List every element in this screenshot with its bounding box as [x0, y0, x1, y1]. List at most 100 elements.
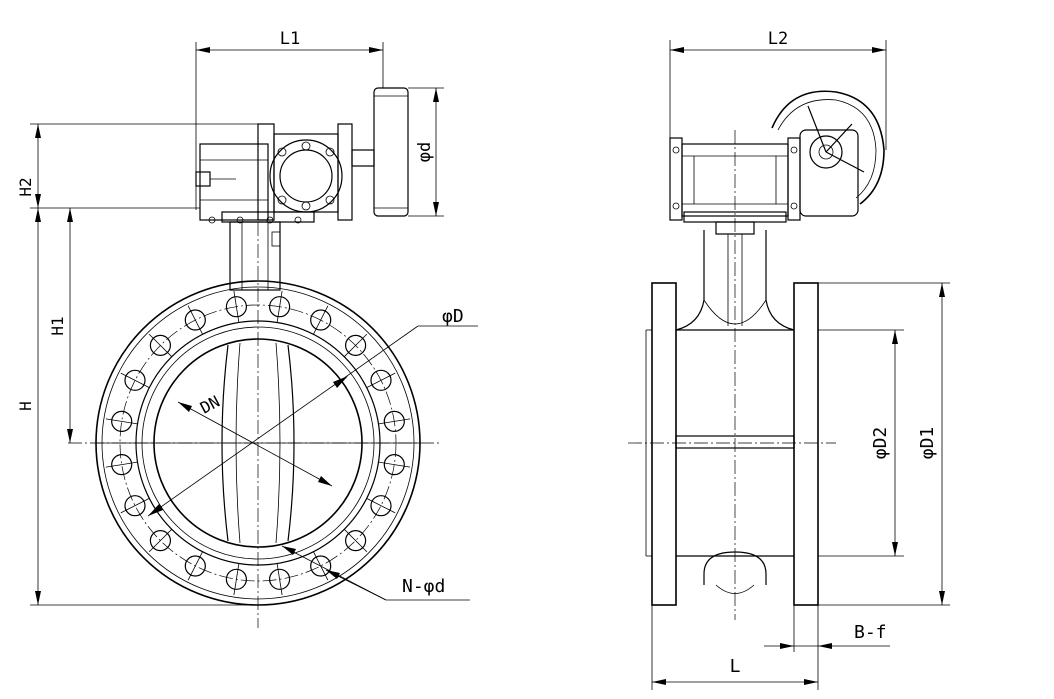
bolt-hole	[149, 334, 171, 356]
h1-arrow-top	[67, 208, 73, 222]
nd-arrow-2	[326, 570, 340, 579]
bolt-hole-centerline	[366, 498, 396, 514]
h2-arrow-top	[35, 124, 41, 138]
side-bolt-2	[672, 202, 680, 210]
bolt-hole	[111, 454, 133, 476]
side-gb-base	[683, 211, 787, 223]
side-handwheel-hub	[809, 135, 843, 169]
gearbox-flange-left	[257, 123, 275, 221]
bolt-hole-centerline	[120, 498, 150, 514]
neck-key	[271, 231, 281, 247]
bolt-hole	[269, 296, 291, 318]
dimension-L2: L2	[669, 29, 887, 150]
bolt-hole-centerline	[148, 333, 172, 357]
label-L: L	[730, 656, 741, 677]
label-d: φd	[415, 142, 435, 162]
bolt-hole-centerline	[276, 563, 283, 596]
dimension-B-f: B-f	[764, 605, 890, 652]
label-D2: φD2	[870, 427, 891, 460]
dimension-D1: φD1	[818, 282, 950, 606]
side-bolt-1	[672, 146, 680, 154]
h2-arrow-bottom	[35, 194, 41, 208]
h1-arrow-bottom	[67, 429, 73, 443]
side-hub-inner	[818, 144, 834, 160]
label-L1: L1	[280, 29, 300, 49]
bolt-hole-centerline	[187, 305, 203, 335]
input-shaft	[351, 149, 375, 167]
bolt-hole	[345, 334, 367, 356]
leader-D: φD	[147, 306, 478, 517]
base-bolt-2	[236, 216, 244, 224]
bf-arrow-right	[818, 643, 832, 649]
front-view: L1 φd H2 H1	[16, 29, 478, 628]
cover-bolt-3	[277, 195, 287, 205]
bolt-hole-centerline	[187, 551, 203, 581]
cover-bolt-2	[325, 147, 335, 157]
nd-arrow-1	[282, 546, 296, 555]
spoke-1	[825, 123, 853, 153]
side-gearbox	[669, 90, 885, 223]
bolt-hole-centerline	[344, 333, 368, 357]
label-B-f: B-f	[854, 622, 887, 643]
bolt-hole	[184, 555, 206, 577]
bolt-hole-centerline	[105, 461, 138, 468]
bolt-hole-centerline	[148, 529, 172, 553]
bolt-hole	[269, 568, 291, 590]
dimension-L1: L1	[195, 29, 384, 210]
dimension-d: φd	[408, 87, 444, 217]
label-H: H	[16, 401, 35, 411]
h-arrow-top	[35, 208, 41, 222]
bolt-hole	[310, 309, 332, 331]
bolt-hole	[124, 495, 146, 517]
gearbox	[195, 87, 409, 224]
side-view: L2 φD2 φD1 B-f	[628, 29, 950, 690]
spoke-2	[825, 151, 865, 173]
side-bolt-3	[790, 146, 798, 154]
base-bolt-3	[266, 216, 274, 224]
cover-bolt-1	[277, 147, 287, 157]
d1-arrow-bottom	[939, 591, 945, 605]
bolt-hole-centerline	[366, 372, 396, 388]
bolt-hole-centerline	[233, 563, 240, 596]
left-flange	[651, 282, 677, 606]
label-H1: H1	[48, 316, 67, 335]
dn-line	[177, 401, 333, 487]
bolt-hole-centerline	[120, 372, 150, 388]
cover-bolt-4	[325, 195, 335, 205]
label-H2: H2	[16, 177, 35, 196]
base-bolt-1	[208, 216, 216, 224]
bolt-hole-centerline	[276, 290, 283, 323]
dn-arrow-1	[178, 402, 192, 412]
bolt-hole	[370, 495, 392, 517]
dimension-H1: H1	[48, 208, 73, 443]
bolt-hole	[345, 529, 367, 552]
bolt-hole-centerline	[378, 461, 411, 468]
dimension-H: H	[16, 208, 258, 606]
bolt-hole	[370, 369, 392, 391]
d-diam-arrow-2	[333, 376, 348, 388]
l2-arrow-left	[670, 47, 684, 53]
d-arrow-bottom	[433, 202, 439, 216]
bolt-hole	[149, 529, 171, 552]
dimension-D2: φD2	[818, 329, 904, 557]
side-gb-plate-left	[669, 137, 683, 221]
bolt-hole-centerline	[105, 418, 138, 425]
l1-arrow-left	[196, 47, 210, 53]
gear-cover-circle	[269, 139, 343, 213]
label-DN: DN	[197, 392, 223, 418]
bolt-hole-centerline	[378, 418, 411, 425]
gearbox-housing	[199, 143, 269, 221]
l-arrow-right	[804, 679, 818, 685]
bolt-hole	[111, 410, 133, 432]
bolt-hole	[225, 568, 247, 590]
dimension-L: L	[651, 605, 819, 690]
spoke-3	[807, 105, 827, 153]
h-arrow-bottom	[35, 591, 41, 605]
handwheel-rim-inner	[777, 99, 877, 199]
l-arrow-left	[652, 679, 666, 685]
gearbox-flange-right	[337, 123, 353, 221]
gear-cover	[273, 133, 339, 213]
d2-arrow-bottom	[892, 542, 898, 556]
label-N-d: N-φd	[402, 576, 445, 597]
